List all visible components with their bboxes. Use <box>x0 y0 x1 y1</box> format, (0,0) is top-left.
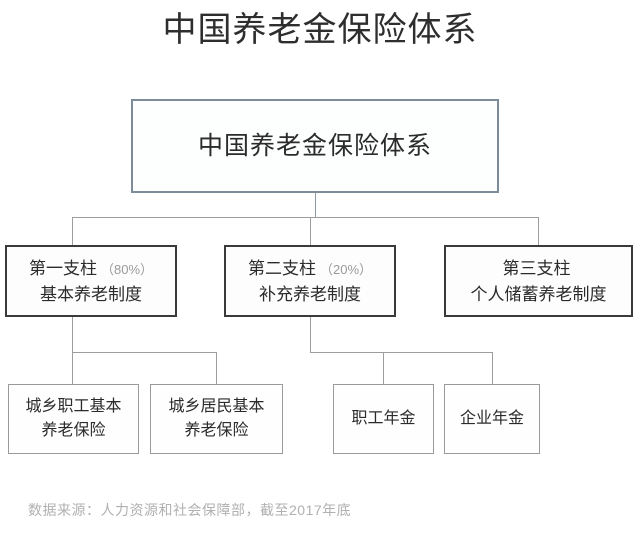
node-pillar-1[interactable]: 第一支柱（80%） 基本养老制度 <box>5 245 177 317</box>
node-root-label: 中国养老金保险体系 <box>197 132 432 160</box>
node-pillar-2-title: 第二支柱（20%） <box>248 256 372 282</box>
node-leaf-3-line1: 职工年金 <box>351 410 416 427</box>
node-leaf-1[interactable]: 城乡职工基本 养老保险 <box>8 384 139 454</box>
connector-to-pillar-3 <box>538 217 539 245</box>
connector-to-leaf-1 <box>72 352 73 384</box>
connector-to-leaf-3 <box>383 352 384 384</box>
node-pillar-2-name: 第二支柱 <box>247 258 316 278</box>
connector-root-trunk <box>315 193 316 217</box>
node-pillar-3-subtitle: 个人储蓄养老制度 <box>470 284 607 304</box>
connector-to-leaf-4 <box>492 352 493 384</box>
node-pillar-1-subtitle: 基本养老制度 <box>40 284 142 304</box>
source-footnote: 数据来源：人力资源和社会保障部，截至2017年底 <box>28 502 352 518</box>
node-leaf-3[interactable]: 职工年金 <box>333 384 434 454</box>
node-pillar-2-percent: （20%） <box>319 261 373 277</box>
node-leaf-2[interactable]: 城乡居民基本 养老保险 <box>150 384 283 454</box>
connector-pillar1-bar <box>72 352 217 353</box>
node-pillar-1-name: 第一支柱 <box>28 258 97 278</box>
connector-pillar2-trunk <box>310 317 311 352</box>
node-leaf-4-line1: 企业年金 <box>459 410 524 427</box>
node-leaf-4[interactable]: 企业年金 <box>444 384 540 454</box>
node-pillar-1-percent: （80%） <box>100 261 154 277</box>
node-root[interactable]: 中国养老金保险体系 <box>131 99 499 193</box>
connector-pillar2-bar <box>310 352 492 353</box>
connector-to-leaf-2 <box>216 352 217 384</box>
node-leaf-1-line2: 养老保险 <box>41 422 106 439</box>
node-leaf-2-line1: 城乡居民基本 <box>168 398 265 415</box>
node-pillar-2[interactable]: 第二支柱（20%） 补充养老制度 <box>224 245 396 317</box>
node-pillar-3[interactable]: 第三支柱 个人储蓄养老制度 <box>444 245 633 317</box>
node-pillar-3-name: 第三支柱 <box>502 258 571 278</box>
page-title: 中国养老金保险体系 <box>162 11 478 49</box>
connector-pillar-bar <box>72 217 539 218</box>
connector-pillar1-trunk <box>72 317 73 352</box>
connector-to-pillar-2 <box>310 217 311 245</box>
node-pillar-2-subtitle: 补充养老制度 <box>259 284 361 304</box>
node-pillar-3-title: 第三支柱 <box>503 256 575 282</box>
node-leaf-2-line2: 养老保险 <box>184 422 249 439</box>
connector-to-pillar-1 <box>72 217 73 245</box>
node-leaf-1-line1: 城乡职工基本 <box>25 398 122 415</box>
node-pillar-1-title: 第一支柱（80%） <box>29 256 153 282</box>
